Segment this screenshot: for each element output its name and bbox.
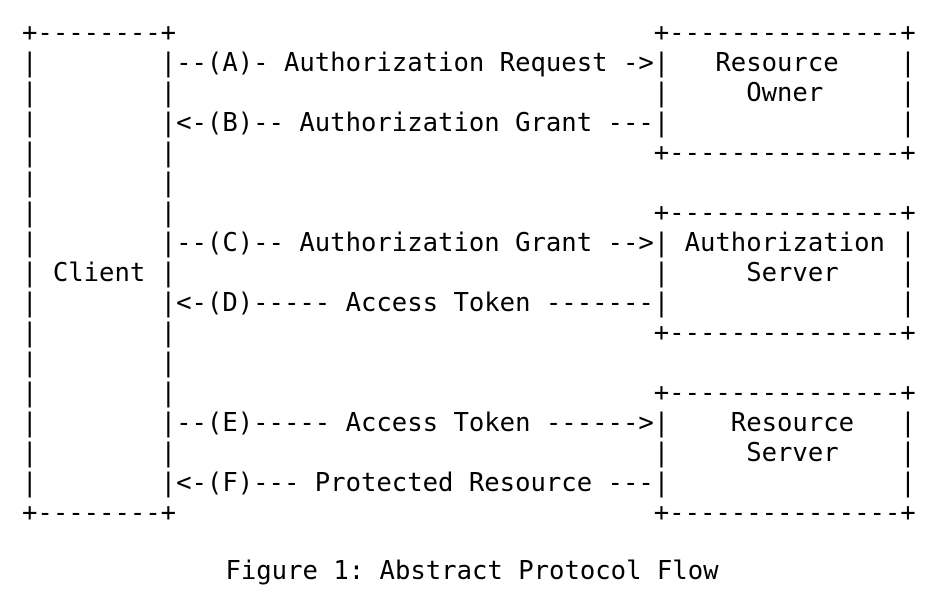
ascii-protocol-flow-diagram: +--------+ +---------------+ | |--(A)- A…: [22, 18, 916, 528]
figure-caption: Figure 1: Abstract Protocol Flow: [225, 556, 719, 586]
